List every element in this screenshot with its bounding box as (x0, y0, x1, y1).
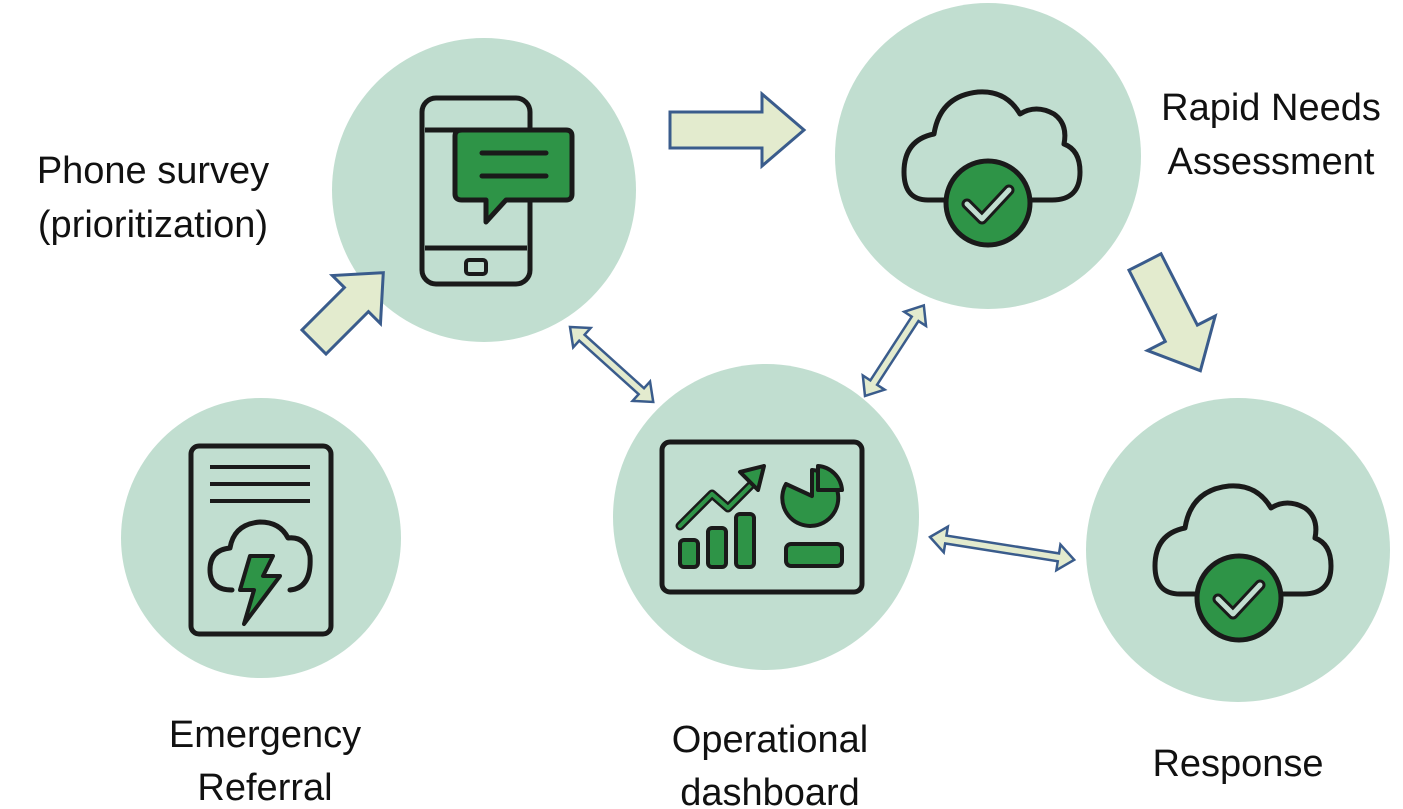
arrow-rapid-to-response (1126, 251, 1218, 373)
double-arrow-dashboard-response (928, 524, 1077, 573)
node-circle-response (1086, 398, 1390, 702)
label-emergency-referral-line2: Referral (197, 767, 332, 809)
label-dashboard-line1: Operational (672, 719, 868, 761)
phone-chat-icon (419, 95, 575, 287)
weather-document-icon (188, 443, 334, 637)
label-dashboard-line2: dashboard (680, 772, 860, 809)
double-arrow-survey-dashboard (568, 325, 655, 404)
arrow-referral-to-survey (299, 271, 385, 357)
label-emergency-referral-line1: Emergency (169, 714, 361, 756)
cloud-check-icon (901, 89, 1083, 248)
label-rapid-needs-line2: Assessment (1168, 141, 1375, 183)
double-arrow-rapid-dashboard (861, 303, 928, 398)
arrow-survey-to-rapid (668, 90, 807, 170)
node-circle-dashboard (613, 364, 919, 670)
analytics-dashboard-icon (659, 439, 865, 595)
label-phone-survey-line1: Phone survey (37, 150, 269, 192)
node-circle-rapid-needs (835, 3, 1141, 309)
cloud-check-icon (1152, 483, 1334, 643)
label-rapid-needs-line1: Rapid Needs (1161, 87, 1381, 129)
label-phone-survey-line2: (prioritization) (38, 204, 268, 246)
label-response: Response (1152, 743, 1323, 785)
